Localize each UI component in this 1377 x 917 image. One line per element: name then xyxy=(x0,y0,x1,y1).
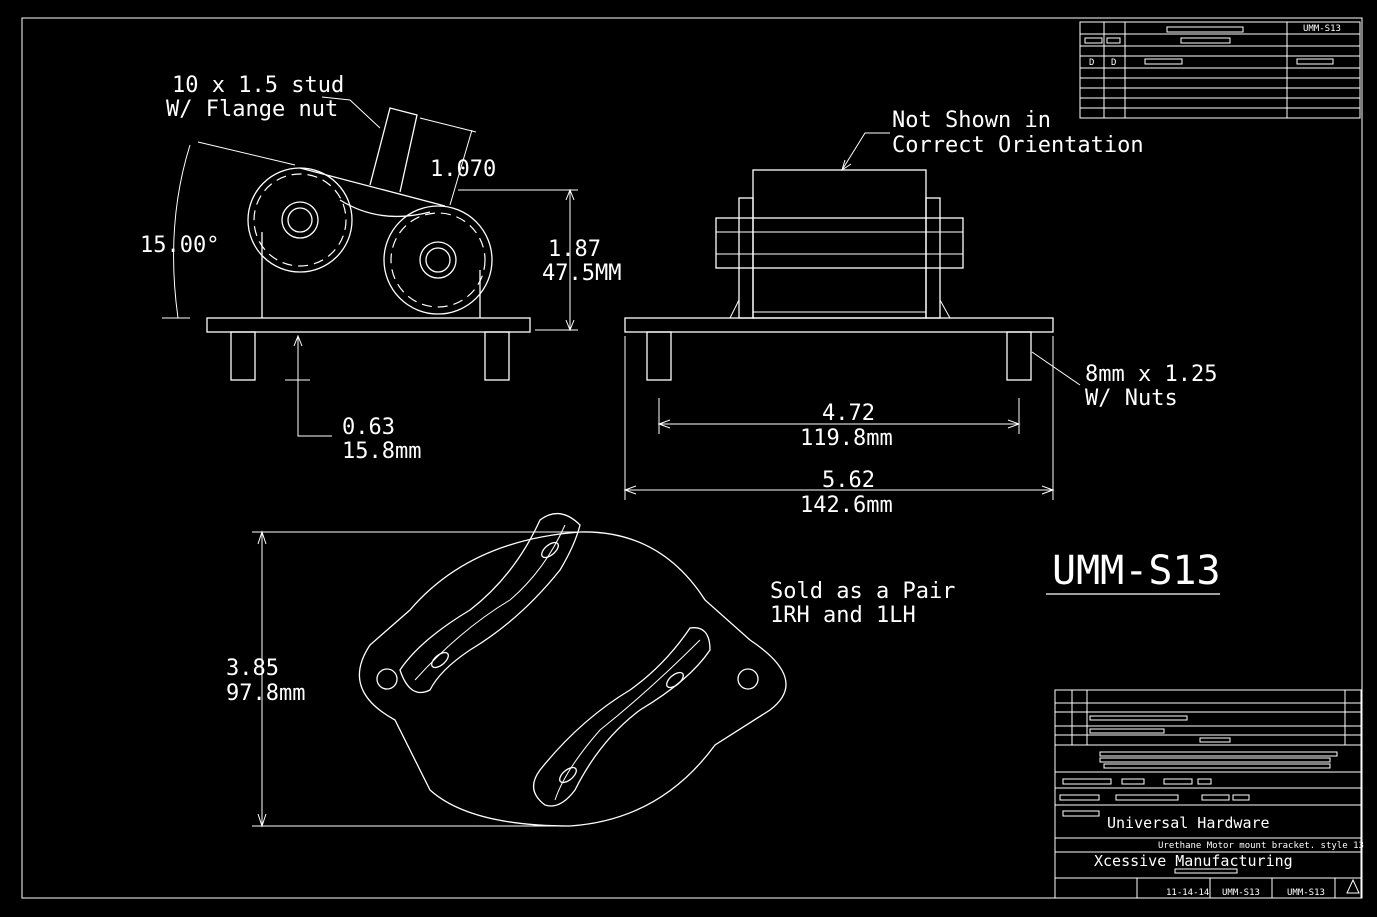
manufacturer-name: Xcessive Manufacturing xyxy=(1094,852,1293,870)
overall-dimension-mm: 142.6mm xyxy=(800,493,893,518)
part-description: Urethane Motor mount bracket. style 13 xyxy=(1158,841,1364,851)
overall-dimension-in: 5.62 xyxy=(822,468,875,493)
front-stud-right xyxy=(1006,331,1032,381)
drawing-date: 11-14-14 xyxy=(1166,888,1209,898)
company-name: Universal Hardware xyxy=(1107,814,1270,832)
plate-dimension-mm: 97.8mm xyxy=(226,681,305,706)
drawing-number: UMM-S13 xyxy=(1222,888,1260,898)
sheet-number: UMM-S13 xyxy=(1287,888,1325,898)
part-number-label: UMM-S13 xyxy=(1052,548,1221,594)
left-bushing xyxy=(247,167,353,273)
orientation-note-line2: Correct Orientation xyxy=(892,133,1144,158)
nuts-note-line1: 8mm x 1.25 xyxy=(1085,362,1217,387)
drawing-border xyxy=(21,17,1363,899)
angle-dimension: 15.00° xyxy=(140,233,219,258)
front-bushing xyxy=(752,169,927,319)
side-base-plate xyxy=(206,317,531,333)
stud-note-line2: W/ Flange nut xyxy=(166,97,338,122)
side-stud-left xyxy=(230,331,256,381)
bracket-upper-left xyxy=(399,513,581,694)
bracket-lower-right xyxy=(533,627,711,807)
height-dimension-mm: 47.5MM xyxy=(542,261,621,286)
mount-hole-right xyxy=(737,668,759,690)
top-stud xyxy=(369,107,418,193)
title-block: Universal Hardware Urethane Motor mount … xyxy=(1054,689,1364,899)
stud-spacing-mm: 119.8mm xyxy=(800,426,893,451)
stud-note-line1: 10 x 1.5 stud xyxy=(172,73,344,98)
front-base-plate xyxy=(624,317,1054,333)
nuts-note-line2: W/ Nuts xyxy=(1085,386,1178,411)
pair-note-line1: Sold as a Pair xyxy=(770,579,955,604)
revision-block: D D UMM-S13 xyxy=(1079,21,1361,119)
front-view: Not Shown in Correct Orientation 8mm x 1… xyxy=(623,108,1217,518)
header-part-number: UMM-S13 xyxy=(1303,24,1341,34)
stud-spacing-in: 4.72 xyxy=(822,401,875,426)
side-stud-right xyxy=(484,331,510,381)
mount-hole-left xyxy=(376,668,398,690)
pair-note-line2: 1RH and 1LH xyxy=(770,603,916,628)
stud-dimension-mm: 15.8mm xyxy=(342,439,421,464)
side-view: 10 x 1.5 stud W/ Flange nut 15.00° 1.070… xyxy=(140,73,621,464)
height-dimension-in: 1.87 xyxy=(548,237,601,262)
front-stud-left xyxy=(646,331,672,381)
top-base-plate xyxy=(358,531,787,827)
rev-mark-1: D xyxy=(1089,58,1094,68)
plate-dimension-in: 3.85 xyxy=(226,656,279,681)
top-view: 3.85 97.8mm Sold as a Pair 1RH and 1LH xyxy=(226,513,955,828)
orientation-note-line1: Not Shown in xyxy=(892,108,1051,133)
offset-dimension: 1.070 xyxy=(430,157,496,182)
rev-mark-2: D xyxy=(1111,58,1116,68)
right-bushing xyxy=(383,205,493,315)
stud-dimension-in: 0.63 xyxy=(342,415,395,440)
